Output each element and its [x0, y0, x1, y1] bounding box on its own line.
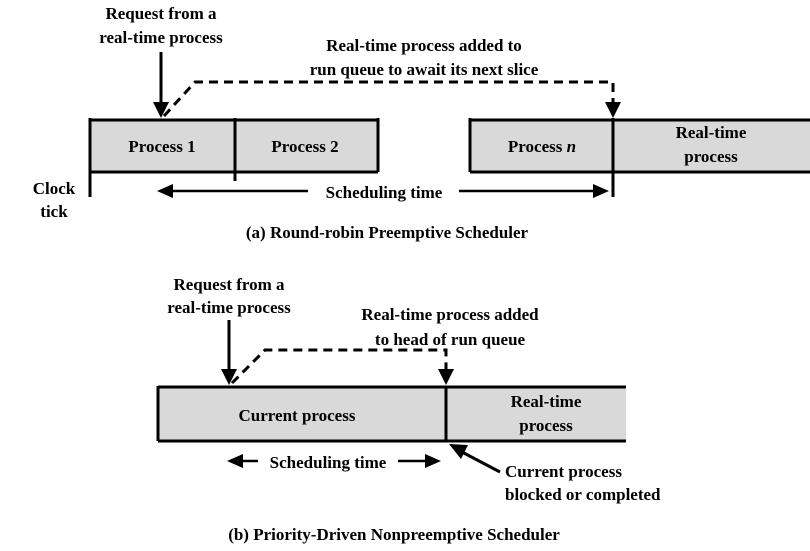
- process-1-label: Process 1: [128, 137, 195, 156]
- added-label-b-2: to head of run queue: [375, 330, 526, 349]
- realtime-box-a: [613, 120, 810, 172]
- head-queue-arrowhead-b: [438, 369, 454, 385]
- requeue-arrowhead-a: [605, 102, 621, 118]
- clock-tick-label-1: Clock: [33, 179, 76, 198]
- blocked-arrow-line: [461, 450, 501, 474]
- request-label-b-2: real-time process: [167, 298, 291, 317]
- request-label-b-1: Request from a: [173, 275, 285, 294]
- scheduling-time-arrowhead-a-right: [593, 184, 609, 198]
- head-queue-dashed-path-b: [230, 348, 448, 385]
- diagram-a: Process 1 Process 2 Process n Real-time …: [33, 4, 810, 242]
- caption-b: (b) Priority-Driven Nonpreemptive Schedu…: [228, 525, 560, 544]
- added-label-a-2: run queue to await its next slice: [310, 60, 539, 79]
- request-arrowhead-b: [221, 369, 237, 385]
- requeue-dashed-path-a: [162, 80, 615, 118]
- blocked-label-1: Current process: [505, 462, 622, 481]
- realtime-label-a-1: Real-time: [676, 123, 747, 142]
- scheduling-time-label-b: Scheduling time: [270, 453, 387, 472]
- realtime-label-b-1: Real-time: [511, 392, 582, 411]
- scheduling-time-arrowhead-b-right: [425, 454, 441, 468]
- added-label-a-1: Real-time process added to: [326, 36, 522, 55]
- realtime-label-b-2: process: [519, 416, 573, 435]
- realtime-box-b: [446, 387, 626, 441]
- process-2-box: [235, 120, 378, 172]
- process-2-label: Process 2: [271, 137, 338, 156]
- request-label-a-2: real-time process: [99, 28, 223, 47]
- request-label-a-1: Request from a: [105, 4, 217, 23]
- clock-tick-label-2: tick: [40, 202, 68, 221]
- blocked-arrowhead: [449, 444, 468, 459]
- process-1-box: [90, 120, 235, 172]
- process-n-label: Process n: [508, 137, 576, 156]
- scheduling-time-label-a: Scheduling time: [326, 183, 443, 202]
- process-n-box: [470, 120, 613, 172]
- blocked-label-2: blocked or completed: [505, 485, 661, 504]
- process-n-var: n: [567, 137, 576, 156]
- scheduling-time-arrowhead-a-left: [157, 184, 173, 198]
- current-process-box: [158, 387, 446, 441]
- added-label-b-1: Real-time process added: [361, 305, 539, 324]
- process-n-prefix: Process: [508, 137, 567, 156]
- request-arrowhead-a: [153, 102, 169, 118]
- caption-a: (a) Round-robin Preemptive Scheduler: [246, 223, 529, 242]
- current-process-label: Current process: [239, 406, 356, 425]
- realtime-label-a-2: process: [684, 147, 738, 166]
- scheduling-time-arrowhead-b-left: [227, 454, 243, 468]
- diagram-b: Current process Real-time process Reques…: [156, 275, 661, 544]
